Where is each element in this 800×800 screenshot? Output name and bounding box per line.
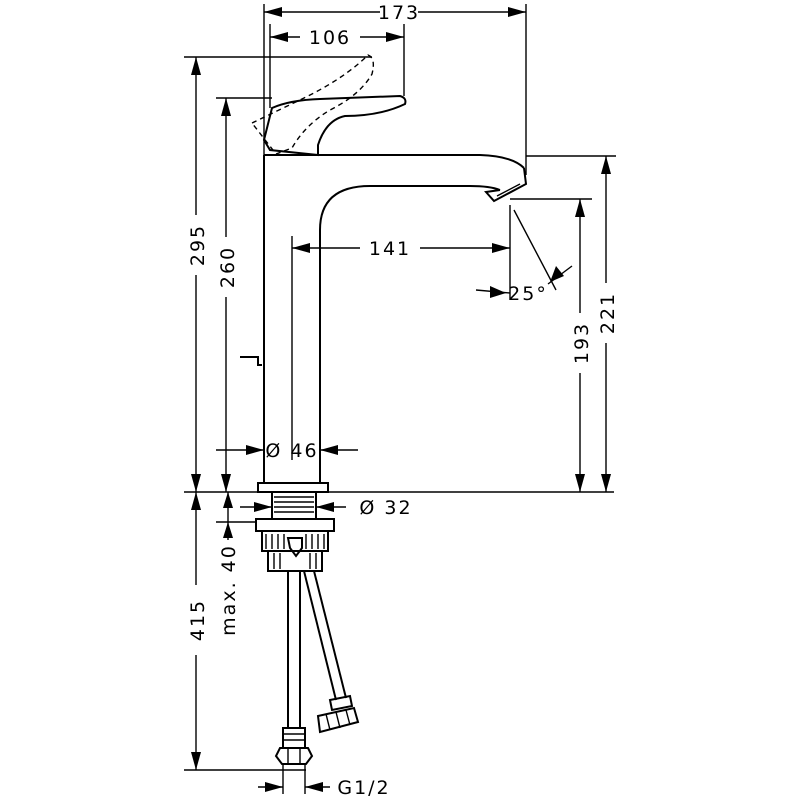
- dim-total-height: 295: [187, 224, 209, 266]
- dim-handle-height: 260: [217, 246, 239, 288]
- threaded-shank: [255, 491, 335, 572]
- supply-hoses: [274, 570, 360, 765]
- dim-spout-height: 221: [597, 292, 619, 334]
- dim-spout-angle: 25°: [508, 283, 548, 305]
- dim-spout-reach: 141: [369, 238, 411, 260]
- dim-lever-offset: 106: [309, 27, 351, 49]
- lever-handle-raised: [250, 54, 375, 155]
- dim-max-deck-thickness: max. 40: [218, 544, 240, 636]
- dimension-lines: [184, 4, 616, 794]
- dim-total-width: 173: [378, 2, 420, 24]
- popup-rod: [240, 356, 262, 366]
- lever-handle: [262, 94, 407, 157]
- dim-body-diameter: Ø 46: [265, 440, 318, 462]
- dim-outlet-height: 193: [571, 322, 593, 364]
- faucet-body: [257, 154, 528, 493]
- dim-below-deck-length: 415: [187, 599, 209, 641]
- dim-connection-thread: G1/2: [337, 777, 390, 799]
- dim-shank-diameter: Ø 32: [359, 497, 412, 519]
